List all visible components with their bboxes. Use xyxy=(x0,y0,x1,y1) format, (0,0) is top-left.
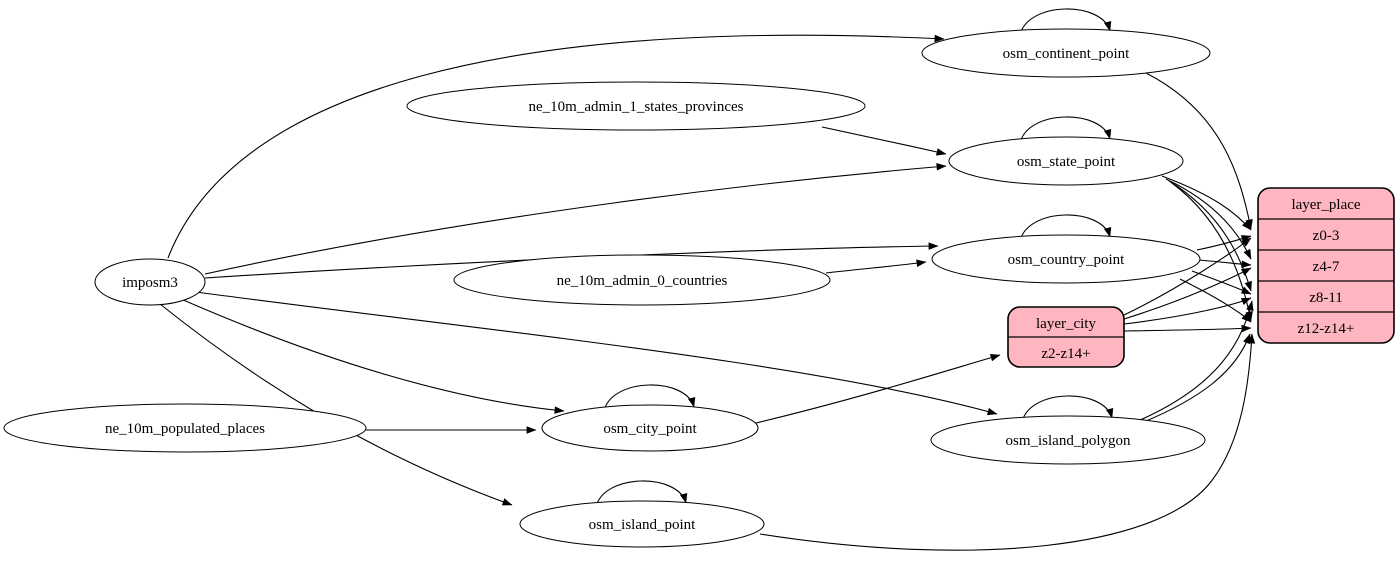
edge-osm_state_point-to-layer_place-z8-11 xyxy=(1168,180,1252,292)
layer-place-row-z0-3: z0-3 xyxy=(1313,228,1340,244)
node-osm-island-point: osm_island_point xyxy=(519,500,765,548)
edge-layer_city-to-layer_place-z12-z14+ xyxy=(1123,324,1252,333)
node-ne-10m-admin-1-states-provinces-shape xyxy=(406,81,866,131)
edge-osm_state_point-to-layer_place-z4-7 xyxy=(1165,178,1252,260)
node-osm-city-point-shape xyxy=(541,404,759,452)
edge-osm_island_point-to-osm_island_point xyxy=(595,480,688,508)
node-osm-island-polygon: osm_island_polygon xyxy=(930,415,1206,465)
node-osm-continent-point: osm_continent_point xyxy=(921,28,1211,78)
node-ne-10m-populated-places-label: ne_10m_populated_places xyxy=(105,421,265,437)
edge-imposm3-to-osm_island_polygon xyxy=(195,291,998,416)
node-ne-10m-admin-0-countries-label: ne_10m_admin_0_countries xyxy=(557,273,728,289)
edge-osm_country_point-to-layer_place-z4-7 xyxy=(1198,259,1252,269)
node-ne-10m-populated-places-shape xyxy=(3,403,367,453)
node-osm-island-point-label: osm_island_point xyxy=(589,517,697,533)
node-osm-country-point: osm_country_point xyxy=(931,234,1201,284)
layer-place-row-z8-11: z8-11 xyxy=(1309,290,1343,306)
node-imposm3-shape xyxy=(94,258,206,306)
edge-osm_state_point-to-layer_place-z0-3 xyxy=(1161,175,1252,231)
node-ne-10m-admin-0-countries: ne_10m_admin_0_countries xyxy=(453,254,831,306)
node-osm-country-point-label: osm_country_point xyxy=(1008,252,1125,268)
node-imposm3-label: imposm3 xyxy=(122,275,178,291)
edge-osm_country_point-to-osm_country_point xyxy=(1019,214,1112,242)
edge-imposm3-to-osm_state_point xyxy=(204,163,947,275)
edge-osm_island_point-to-layer_place-z12-z14+ xyxy=(759,333,1256,551)
node-osm-island-point-shape xyxy=(519,500,765,548)
node-osm-state-point-label: osm_state_point xyxy=(1017,154,1116,170)
edge-ne_10m_admin_1_states_provinces-to-osm_state_point xyxy=(821,126,947,156)
node-osm-island-polygon-label: osm_island_polygon xyxy=(1005,433,1131,449)
edge-imposm3-to-osm_city_point xyxy=(180,298,565,414)
layer-city-title: layer_city xyxy=(1036,316,1096,332)
edge-ne_10m_admin_0_countries-to-osm_country_point xyxy=(825,259,927,274)
edge-osm_continent_point-to-osm_continent_point xyxy=(1019,8,1112,36)
edge-osm_city_point-to-osm_city_point xyxy=(603,384,696,412)
node-osm-continent-point-label: osm_continent_point xyxy=(1003,46,1130,62)
node-ne-10m-admin-1-states-provinces: ne_10m_admin_1_states_provinces xyxy=(406,81,866,131)
node-osm-city-point: osm_city_point xyxy=(541,404,759,452)
edge-osm_state_point-to-osm_state_point xyxy=(1019,116,1112,144)
node-osm-city-point-label: osm_city_point xyxy=(603,421,697,437)
node-osm-state-point-shape xyxy=(948,136,1184,186)
edge-osm_country_point-to-layer_place-z0-3 xyxy=(1196,235,1252,251)
node-osm-country-point-shape xyxy=(931,234,1201,284)
edge-osm_city_point-to-layer_city-z2-z14+ xyxy=(755,354,1001,424)
edge-osm_island_polygon-to-layer_place-z12-z14+ xyxy=(1133,333,1251,427)
edge-layer_city-to-layer_place-z0-3 xyxy=(1123,237,1252,316)
node-imposm3: imposm3 xyxy=(94,258,206,306)
node-layer-place: layer_place z0-3 z4-7 z8-11 z12-z14+ xyxy=(1257,187,1395,344)
node-osm-state-point: osm_state_point xyxy=(948,136,1184,186)
node-osm-continent-point-shape xyxy=(921,28,1211,78)
edge-osm_continent_point-to-layer_place-z0-3 xyxy=(1145,72,1253,230)
layer-place-row-z12-z14: z12-z14+ xyxy=(1298,321,1355,337)
edge-layer_city-to-layer_place-z8-11 xyxy=(1123,297,1252,325)
layer-city-row-z2-z14: z2-z14+ xyxy=(1041,346,1090,362)
node-layer-place-shape xyxy=(1257,187,1395,344)
layer-place-row-z4-7: z4-7 xyxy=(1313,259,1340,275)
node-ne-10m-admin-0-countries-shape xyxy=(453,254,831,306)
node-osm-island-polygon-shape xyxy=(930,415,1206,465)
node-layer-city: layer_city z2-z14+ xyxy=(1007,306,1125,368)
node-ne-10m-admin-1-states-provinces-label: ne_10m_admin_1_states_provinces xyxy=(529,99,744,115)
edge-osm_island_polygon-to-layer_place-z8-11 xyxy=(1137,300,1254,422)
edge-imposm3-to-osm_continent_point xyxy=(167,34,945,259)
edge-osm_island_polygon-to-osm_island_polygon xyxy=(1021,395,1114,423)
edge-layer_city-to-layer_place-z4-7 xyxy=(1123,267,1252,320)
layer-place-title: layer_place xyxy=(1291,197,1360,213)
node-ne-10m-populated-places: ne_10m_populated_places xyxy=(3,403,367,453)
